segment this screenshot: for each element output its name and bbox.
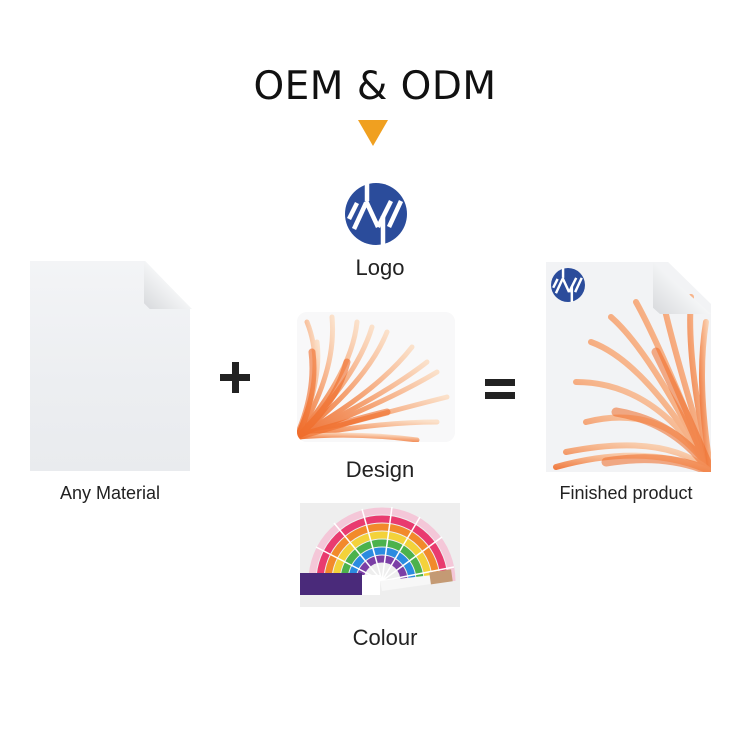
color-swatch-fan-image — [300, 503, 460, 607]
equals-icon — [485, 379, 515, 386]
equals-icon-lower — [485, 392, 515, 399]
finished-label: Finished product — [559, 483, 693, 503]
flower-design-image — [297, 312, 455, 442]
colour-label: Colour — [352, 625, 418, 650]
logo-label: Logo — [355, 255, 405, 280]
brand-logo-icon — [345, 183, 407, 245]
plus-icon-vertical — [232, 362, 239, 393]
finished-logo-icon — [551, 268, 585, 302]
towel-fold-corner — [144, 261, 192, 309]
design-label: Design — [345, 457, 415, 482]
page-title: OEM & ODM — [253, 64, 497, 109]
arrow-down-icon — [358, 120, 388, 146]
material-label: Any Material — [59, 483, 161, 503]
